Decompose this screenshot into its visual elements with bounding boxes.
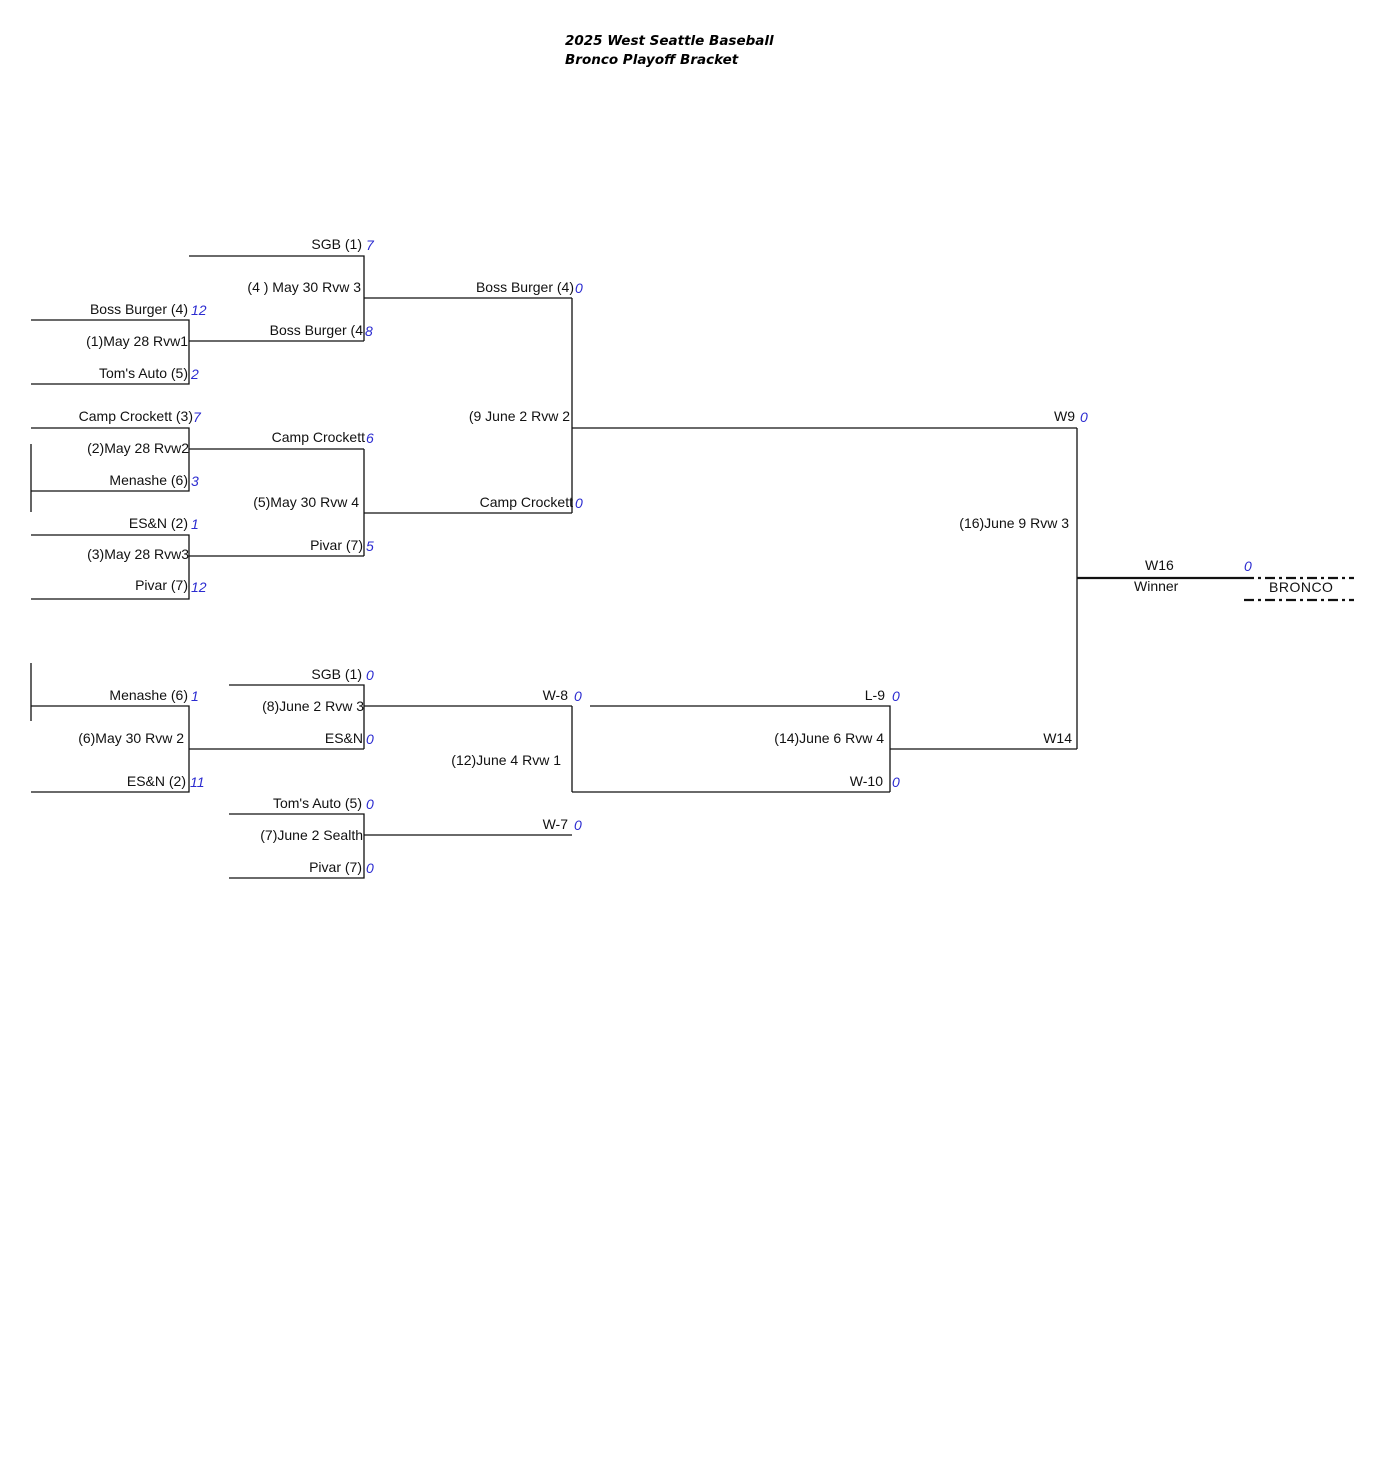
bracket-line-g4 (189, 255, 572, 341)
bracket-line-g3 (31, 534, 364, 600)
g7-top-score: 0 (366, 796, 374, 812)
g6-top-score: 1 (191, 688, 199, 704)
final-bottom-team: W14 (1043, 730, 1072, 746)
bracket-title: 2025 West Seattle Baseball Bronco Playof… (565, 32, 774, 70)
g5-bottom-team: Pivar (7) (310, 537, 363, 553)
g9-top-score: 0 (575, 280, 583, 296)
g4-top-team: SGB (1) (311, 236, 362, 252)
g4-game-label: (4 ) May 30 Rvw 3 (247, 279, 361, 295)
bracket-line-g8 (229, 684, 572, 749)
g7-top-team: Tom's Auto (5) (272, 795, 362, 811)
g6-game-label: (6)May 30 Rvw 2 (78, 730, 184, 746)
g12-bottom-team: W-7 (542, 816, 568, 832)
g6-bottom-score: 11 (190, 774, 205, 790)
g12-top-score: 0 (574, 688, 582, 704)
bracket-line-g5 (363, 449, 572, 556)
g7-game-label: (7)June 2 Sealth (260, 827, 363, 843)
g1-bottom-team: Tom's Auto (5) (98, 365, 188, 381)
champion-score: 0 (1244, 558, 1252, 574)
champion-label: W16 (1145, 557, 1174, 573)
g3-bottom-score: 12 (191, 579, 207, 595)
g3-top-score: 1 (191, 516, 199, 532)
g3-game-label: (3)May 28 Rvw3 (87, 546, 189, 562)
g5-top-team: Camp Crockett (271, 429, 365, 445)
g9-bottom-score: 0 (575, 495, 583, 511)
bracket-line-g14 (590, 705, 1077, 792)
bracket-line-g6 (30, 663, 364, 793)
g1-top-score: 12 (191, 302, 207, 318)
g4-bottom-score: 8 (365, 323, 373, 339)
g9-game-label: (9 June 2 Rvw 2 (468, 408, 570, 424)
g4-bottom-team: Boss Burger (4 (269, 322, 363, 338)
g2-top-score: 7 (193, 409, 201, 425)
g9-top-team: Boss Burger (4) (475, 279, 574, 295)
bracket-line-g7 (229, 813, 572, 879)
final-top-team: W9 (1054, 408, 1075, 424)
bracket-line-g12 (571, 706, 890, 793)
g14-bottom-team: W-10 (849, 773, 883, 789)
g5-top-score: 6 (366, 430, 374, 446)
g1-game-label: (1)May 28 Rvw1 (86, 333, 188, 349)
final-game-label: (16)June 9 Rvw 3 (959, 515, 1069, 531)
g7-bottom-team: Pivar (7) (309, 859, 362, 875)
champion-sublabel: Winner (1134, 578, 1179, 594)
g14-bottom-score: 0 (892, 774, 900, 790)
g5-game-label: (5)May 30 Rvw 4 (253, 494, 359, 510)
g8-game-label: (8)June 2 Rvw 3 (262, 698, 364, 714)
g4-top-score: 7 (366, 237, 374, 253)
g5-bottom-score: 5 (366, 538, 374, 554)
g12-game-label: (12)June 4 Rvw 1 (451, 752, 561, 768)
g1-top-team: Boss Burger (4) (89, 301, 188, 317)
g14-top-score: 0 (892, 688, 900, 704)
g3-bottom-team: Pivar (7) (135, 577, 188, 593)
g6-top-team: Menashe (6) (109, 687, 188, 703)
g8-top-team: SGB (1) (311, 666, 362, 682)
g14-top-team: L-9 (864, 687, 885, 703)
g1-bottom-score: 2 (191, 366, 199, 382)
g3-top-team: ES&N (2) (128, 515, 188, 531)
g2-top-team: Camp Crockett (3) (78, 408, 193, 424)
g14-game-label: (14)June 6 Rvw 4 (774, 730, 884, 746)
final-top-score: 0 (1080, 409, 1088, 425)
title-line-1: 2025 West Seattle Baseball (565, 33, 774, 49)
champion-name: BRONCO (1269, 579, 1334, 595)
g12-top-team: W-8 (542, 687, 568, 703)
title-line-2: Bronco Playoff Bracket (565, 52, 739, 68)
g8-top-score: 0 (366, 667, 374, 683)
g12-bottom-score: 0 (574, 817, 582, 833)
bracket-line-g2 (30, 427, 364, 512)
bracket-line-g1 (31, 319, 364, 385)
g9-bottom-team: Camp Crockett (479, 494, 573, 510)
g7-bottom-score: 0 (366, 860, 374, 876)
g2-bottom-score: 3 (191, 473, 199, 489)
g2-game-label: (2)May 28 Rvw2 (87, 440, 189, 456)
g8-bottom-score: 0 (366, 731, 374, 747)
g2-bottom-team: Menashe (6) (109, 472, 188, 488)
g6-bottom-team: ES&N (2) (126, 773, 186, 789)
g8-bottom-team: ES&N (324, 730, 363, 746)
bracket-line-g9 (571, 298, 1077, 513)
